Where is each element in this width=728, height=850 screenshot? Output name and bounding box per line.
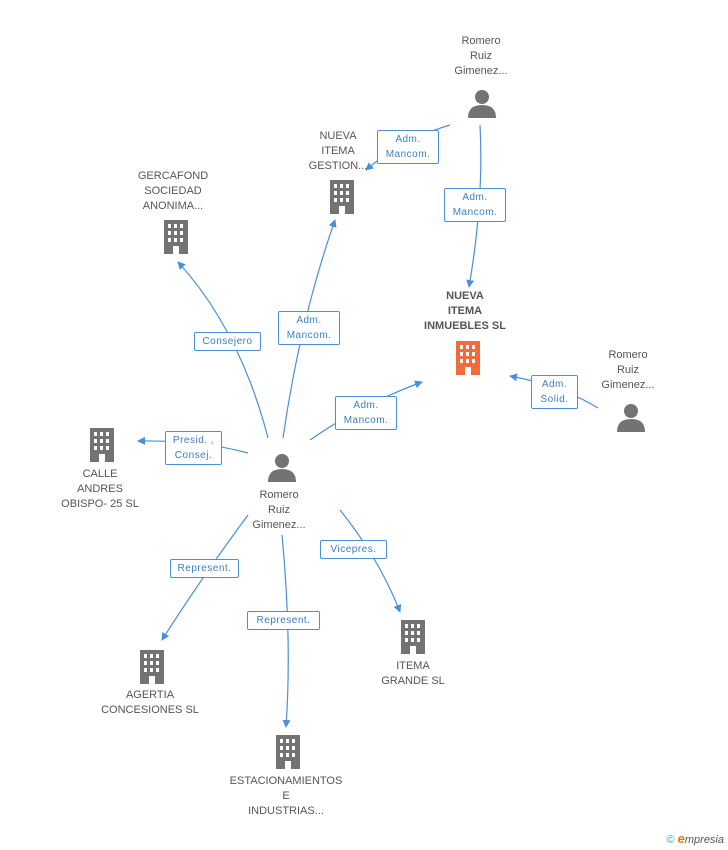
edge-label-center-to-calle: Presid. , Consej. xyxy=(165,431,222,465)
edge-label-center-to-estacionamientos: Represent. xyxy=(247,611,320,630)
edge-center-to-agertia xyxy=(161,514,249,641)
edge-label-center-to-agertia: Represent. xyxy=(170,559,239,578)
edge-label-center-to-inmuebles: Adm. Mancom. xyxy=(335,396,397,430)
node-label-romero-right[interactable]: Romero Ruiz Gimenez... xyxy=(601,349,655,391)
building-icon[interactable] xyxy=(398,620,428,654)
edge-label-top-to-gestion: Adm. Mancom. xyxy=(377,130,439,164)
node-label-agertia[interactable]: AGERTIA CONCESIONES SL xyxy=(101,689,199,716)
edge-center-to-itema-grande xyxy=(339,509,402,613)
node-label-romero-top[interactable]: Romero Ruiz Gimenez... xyxy=(454,35,508,77)
brand-name: mpresia xyxy=(684,834,724,846)
building-icon[interactable] xyxy=(327,180,357,214)
edge-label-center-to-gercafond: Consejero xyxy=(194,332,261,351)
person-icon[interactable] xyxy=(267,452,297,482)
node-label-calle-andres[interactable]: CALLE ANDRES OBISPO- 25 SL xyxy=(61,468,139,510)
building-icon[interactable] xyxy=(87,428,117,462)
building-icon[interactable] xyxy=(137,650,167,684)
edge-label-top-to-inmuebles: Adm. Mancom. xyxy=(444,188,506,222)
building-icon[interactable] xyxy=(161,220,191,254)
building-icon-focus[interactable] xyxy=(453,341,483,375)
node-label-nueva-itema-inmuebles[interactable]: NUEVA ITEMA INMUEBLES SL xyxy=(424,290,506,332)
brand-initial: e xyxy=(677,831,685,846)
node-label-itema-grande[interactable]: ITEMA GRANDE SL xyxy=(381,660,445,687)
edge-label-right-to-inmuebles: Adm. Solid. xyxy=(531,375,578,409)
edge-center-to-estacionamientos xyxy=(281,534,291,728)
node-label-estacionamientos[interactable]: ESTACIONAMIENTOS E INDUSTRIAS... xyxy=(229,775,343,817)
empresia-watermark: © empresia xyxy=(666,831,724,846)
edge-label-center-to-itema-grande: Vicepres. xyxy=(320,540,387,559)
person-icon[interactable] xyxy=(616,402,646,432)
copyright-symbol: © xyxy=(666,834,675,846)
edge-label-center-to-gestion: Adm. Mancom. xyxy=(278,311,340,345)
person-icon[interactable] xyxy=(467,88,497,118)
node-label-romero-center[interactable]: Romero Ruiz Gimenez... xyxy=(252,489,306,531)
node-label-nueva-itema-gestion[interactable]: NUEVA ITEMA GESTION... xyxy=(308,130,368,172)
building-icon[interactable] xyxy=(273,735,303,769)
node-label-gercafond[interactable]: GERCAFOND SOCIEDAD ANONIMA... xyxy=(137,170,209,212)
